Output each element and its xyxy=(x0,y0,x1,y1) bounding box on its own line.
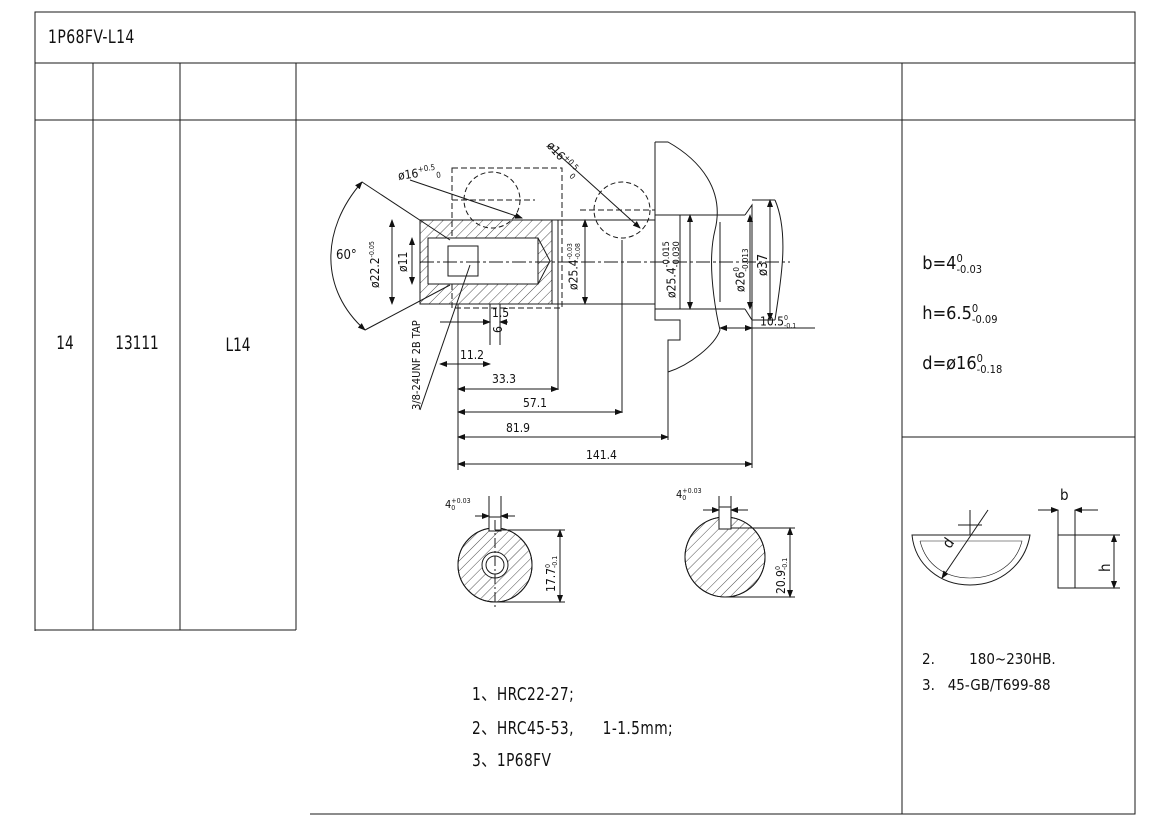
dia-25-4-b-label: ø25.4-0.015-0.030 xyxy=(662,241,682,298)
dia-22-label: ø22.2-0.05 xyxy=(368,241,382,288)
row-code: 13111 xyxy=(115,332,159,354)
dim-81-9-label: 81.9 xyxy=(506,421,531,435)
key-spec-d: d=ø160-0.18 xyxy=(922,352,1003,376)
section-b xyxy=(684,496,795,598)
section-a xyxy=(457,496,565,610)
section-a-depth-label: 17.70-0.1 xyxy=(543,555,559,592)
dim-10-5-label: 10.50-0.1 xyxy=(760,314,797,330)
key-spec-h: h=6.50-0.09 xyxy=(922,302,998,326)
dim-6-label: 6 xyxy=(491,326,505,333)
dim-57-1-label: 57.1 xyxy=(523,396,548,410)
dim-33-3-label: 33.3 xyxy=(492,372,517,386)
key-note-2: 2. 180~230HB. xyxy=(922,650,1056,668)
dia-11-label: ø11 xyxy=(396,251,410,272)
row-model: L14 xyxy=(225,334,251,356)
dim-11-2-label: 11.2 xyxy=(460,348,485,362)
dim-141-4-label: 141.4 xyxy=(586,448,617,462)
note-line-3: 3、1P68FV xyxy=(472,750,552,771)
key-diagram-b-label: b xyxy=(1060,486,1069,504)
note-line-1: 1、HRC22-27; xyxy=(472,684,575,705)
dim-1-5-label: 1.5 xyxy=(492,306,510,320)
sheet-title: 1P68FV-L14 xyxy=(48,26,135,48)
angle-label: 60° xyxy=(336,248,357,263)
row-seq: 14 xyxy=(56,332,74,354)
shaft-drawing xyxy=(330,141,815,470)
dia-37-label: ø37 xyxy=(756,253,771,276)
frame-mask xyxy=(30,631,310,821)
key-spec-b: b=40-0.03 xyxy=(922,252,983,276)
dia-26-label: ø260-0.013 xyxy=(732,248,750,292)
key-diagram-h-label: h xyxy=(1096,563,1114,572)
dia-25-4-a-label: ø25.4-0.03-0.08 xyxy=(566,243,582,290)
thread-note: 3/8-24UNF 2B TAP xyxy=(410,320,423,410)
key-diagram xyxy=(911,507,1120,589)
note-line-2: 2、HRC45-53, 1-1.5mm; xyxy=(472,718,674,739)
key-note-3: 3. 45-GB/T699-88 xyxy=(922,676,1051,694)
section-b-depth-label: 20.90-0.1 xyxy=(773,557,789,594)
